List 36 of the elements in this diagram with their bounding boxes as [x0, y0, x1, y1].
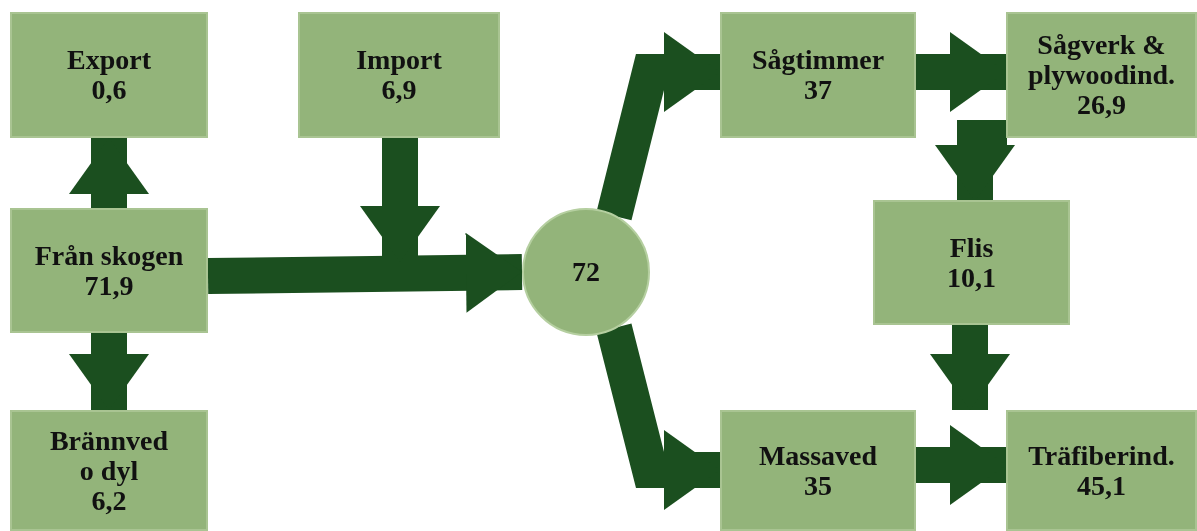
flow-arrow	[69, 138, 149, 208]
node-label: Massaved	[758, 440, 878, 471]
node-value: 35	[804, 470, 832, 501]
flow-box	[1006, 410, 1197, 531]
node-value: 37	[804, 75, 832, 105]
flow-arrow	[207, 232, 523, 313]
node-value: 0,6	[91, 75, 127, 105]
node-label: 72	[572, 257, 600, 287]
node-label: Träfiberind.	[1028, 440, 1175, 471]
flow-box	[1006, 12, 1197, 138]
flow-arrow	[596, 32, 720, 221]
flow-arrow	[916, 425, 1006, 505]
flow-box	[873, 200, 1070, 325]
node-value: 45,1	[1077, 470, 1126, 501]
flow-arrow	[69, 333, 149, 410]
node-label: Sågtimmer	[751, 45, 885, 75]
node-value: 6,2	[91, 485, 127, 516]
node-value: 6,9	[381, 75, 417, 105]
node-label: Sågverk & plywoodind.	[1026, 30, 1177, 90]
flow-box	[720, 410, 916, 531]
flow-box	[10, 12, 208, 138]
flow-arrow	[916, 32, 1006, 112]
node-value: 26,9	[1077, 90, 1126, 120]
node-label: Brännved o dyl	[49, 425, 169, 486]
flow-arrow	[930, 325, 1010, 410]
node-value: 10,1	[947, 262, 996, 293]
node-label: Flis	[949, 232, 994, 263]
flow-box	[298, 12, 500, 138]
node-value: 71,9	[84, 270, 134, 301]
node-label: Export	[67, 45, 151, 75]
flow-box	[10, 410, 208, 531]
flow-arrow	[596, 323, 720, 510]
flow-box	[720, 12, 916, 138]
node-label: Import	[356, 45, 442, 75]
flow-box	[10, 208, 208, 333]
node-label: Från skogen	[34, 240, 184, 271]
